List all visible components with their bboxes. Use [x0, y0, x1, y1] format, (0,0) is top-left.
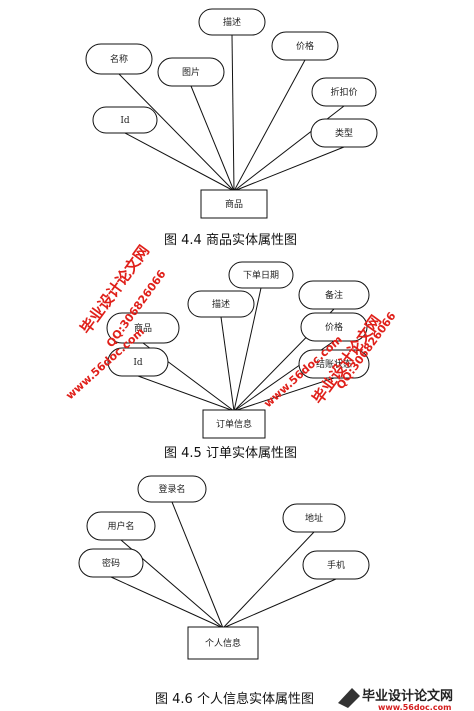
entity-label: 订单信息: [216, 418, 252, 430]
entity-box: [200, 189, 268, 219]
caption-goods: 图 4.4 商品实体属性图: [164, 233, 297, 248]
attribute-node-profile: 密码: [78, 548, 144, 578]
attribute-node-profile: 手机: [302, 550, 370, 580]
connector-line-profile-3: [110, 576, 224, 629]
attribute-label: 手机: [327, 559, 345, 571]
entity-label: 个人信息: [205, 637, 241, 649]
attribute-node-order: 下单日期: [228, 261, 294, 289]
entity-label: 商品: [225, 198, 243, 210]
attribute-pill: [298, 280, 370, 310]
attribute-label: Id: [120, 116, 130, 126]
attribute-pill: [78, 548, 144, 578]
entity-node-order: 订单信息: [202, 409, 266, 439]
attribute-node-order: Id: [107, 347, 169, 377]
attribute-node-goods: 图片: [157, 57, 225, 87]
attribute-node-order: 价格: [300, 312, 368, 342]
attribute-label: 折扣价: [330, 86, 357, 98]
attribute-label: 用户名: [107, 520, 134, 532]
attribute-node-profile: 地址: [282, 503, 346, 533]
connector-line-profile-2: [222, 531, 315, 629]
attribute-pill: [282, 503, 346, 533]
attribute-node-goods: Id: [92, 106, 158, 134]
attribute-label: 备注: [325, 289, 343, 301]
attribute-pill: [107, 347, 169, 377]
attribute-node-goods: 描述: [198, 8, 266, 36]
attribute-pill: [298, 349, 370, 379]
connector-line-profile-4: [222, 578, 337, 629]
connector-line-order-6: [233, 377, 335, 412]
attribute-node-order: 商品: [106, 312, 180, 344]
attribute-pill: [106, 312, 180, 344]
caption-order: 图 4.5 订单实体属性图: [164, 446, 297, 461]
entity-box: [202, 409, 266, 439]
connector-line-profile-0: [171, 501, 224, 629]
attribute-label: 结账状态: [316, 358, 352, 370]
logo-name: 毕业设计论文网: [362, 688, 453, 704]
attribute-pill: [302, 550, 370, 580]
attribute-label: 类型: [335, 127, 353, 139]
attribute-label: 价格: [296, 40, 314, 52]
caption-profile: 图 4.6 个人信息实体属性图: [155, 692, 314, 707]
entity-node-profile: 个人信息: [187, 626, 259, 660]
attribute-pill: [85, 43, 153, 75]
attribute-pill: [228, 261, 294, 289]
logo-url: www.56doc.com: [378, 703, 451, 711]
attribute-pill: [157, 57, 225, 87]
attribute-label: 价格: [325, 321, 343, 333]
attribute-node-order: 描述: [187, 290, 255, 318]
attribute-node-order: 备注: [298, 280, 370, 310]
attribute-label: 下单日期: [243, 269, 279, 281]
attribute-pill: [300, 312, 368, 342]
attribute-node-goods: 名称: [85, 43, 153, 75]
attribute-label: 图片: [182, 66, 200, 78]
attribute-node-profile: 登录名: [137, 475, 207, 503]
attribute-label: 地址: [305, 512, 323, 524]
entity-node-goods: 商品: [200, 189, 268, 219]
attribute-label: 登录名: [158, 483, 185, 495]
connector-line-order-1: [220, 316, 235, 412]
entity-box: [187, 626, 259, 660]
attribute-node-goods: 折扣价: [311, 77, 377, 107]
connector-line-order-0: [233, 287, 262, 412]
attribute-pill: [92, 106, 158, 134]
attribute-label: 商品: [134, 322, 152, 334]
connector-line-order-5: [137, 375, 235, 412]
connector-line-goods-3: [190, 85, 235, 192]
attribute-node-goods: 类型: [310, 118, 378, 148]
logo-pen-icon: [338, 688, 360, 708]
attribute-label: 密码: [102, 557, 120, 569]
connector-line-goods-2: [233, 59, 306, 192]
attribute-pill: [187, 290, 255, 318]
attribute-node-order: 结账状态: [298, 349, 370, 379]
connector-line-goods-5: [124, 132, 235, 192]
attribute-label: 描述: [223, 16, 241, 28]
attribute-pill: [311, 77, 377, 107]
attribute-label: 名称: [110, 53, 128, 65]
attribute-pill: [86, 511, 156, 541]
attribute-node-profile: 用户名: [86, 511, 156, 541]
attribute-node-goods: 价格: [271, 31, 339, 61]
attribute-label: 描述: [212, 298, 230, 310]
attribute-pill: [310, 118, 378, 148]
attribute-label: Id: [133, 358, 143, 368]
attribute-pill: [137, 475, 207, 503]
attribute-pill: [271, 31, 339, 61]
connector-line-goods-1: [231, 34, 235, 192]
connector-line-goods-6: [233, 146, 345, 192]
connector-line-goods-0: [118, 73, 235, 192]
attribute-pill: [198, 8, 266, 36]
